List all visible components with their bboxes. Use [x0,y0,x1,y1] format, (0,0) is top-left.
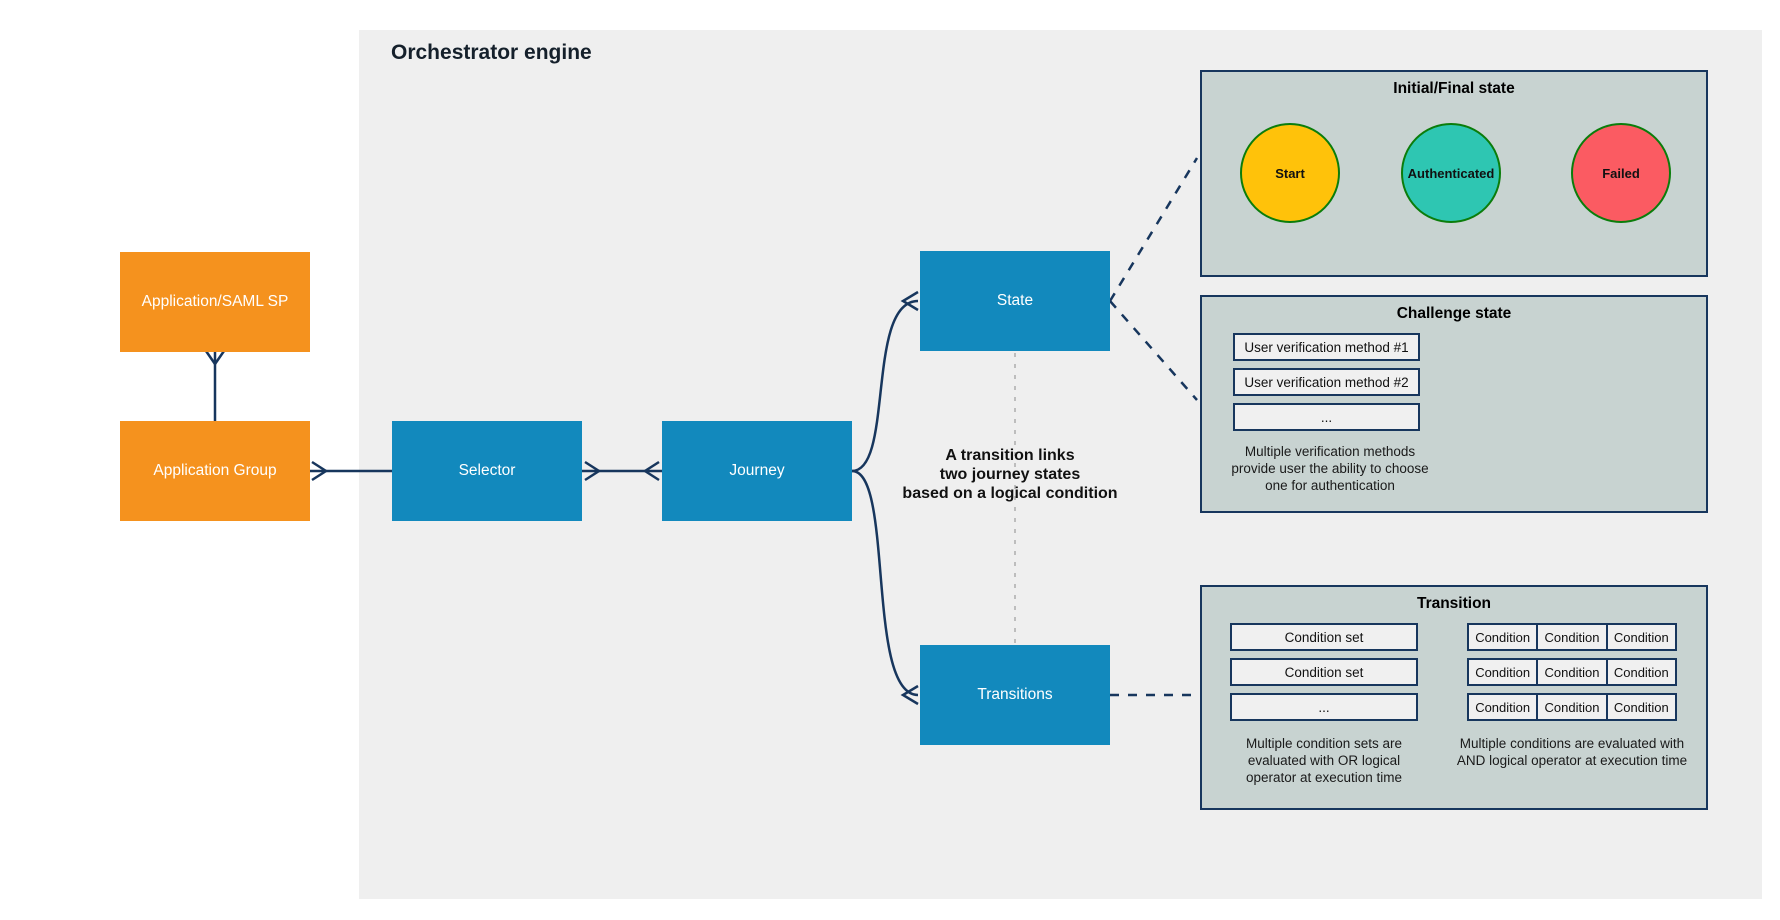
panel-title: Transition [1416,595,1492,612]
node-selector: Selector [392,421,582,521]
condition-cell: Condition [1605,623,1677,651]
state-circle-authenticated: Authenticated [1401,123,1501,223]
condition-cell: Condition [1467,623,1539,651]
annotation-line: two journey states [939,466,1081,483]
condition-cell: Condition [1605,693,1677,721]
node-application-saml-sp: Application/SAML SP [120,252,310,352]
node-label: Journey [729,462,785,479]
panel-initial-final-state: Initial/Final state Start Authenticated … [1200,70,1708,277]
panel-transition: Transition Condition set Condition set .… [1200,585,1708,810]
condition-cell: Condition [1536,693,1608,721]
panel-title: Challenge state [1396,305,1512,322]
arrowhead-right-icon [311,460,329,482]
node-journey: Journey [662,421,852,521]
node-application-group: Application Group [120,421,310,521]
node-label: Application Group [153,462,277,479]
challenge-caption: Multiple verification methods provide us… [1231,444,1429,493]
condition-set-box: ... [1230,693,1418,721]
node-state: State [920,251,1110,351]
condition-set-box: Condition set [1230,658,1418,686]
condition-row: Condition Condition Condition [1467,623,1677,651]
state-circle-start: Start [1240,123,1340,223]
condition-cell: Condition [1536,658,1608,686]
condition-set-box: Condition set [1230,623,1418,651]
verification-method-box: User verification method #1 [1233,333,1420,361]
or-operator-caption: Multiple condition sets are evaluated wi… [1245,736,1403,785]
node-transitions: Transitions [920,645,1110,745]
transition-annotation: A transition links two journey states ba… [860,446,1160,503]
circle-label: Start [1275,165,1305,181]
annotation-line: based on a logical condition [902,485,1118,502]
node-label: Selector [458,462,516,479]
annotation-line: A transition links [945,447,1075,464]
node-label: Application/SAML SP [141,293,289,310]
condition-cell: Condition [1467,693,1539,721]
state-circle-failed: Failed [1571,123,1671,223]
verification-method-box: ... [1233,403,1420,431]
arrowhead-down-icon [204,350,226,367]
circle-label: Authenticated [1407,165,1495,181]
condition-row: Condition Condition Condition [1467,658,1677,686]
condition-row: Condition Condition Condition [1467,693,1677,721]
node-label: State [996,292,1034,309]
condition-cell: Condition [1605,658,1677,686]
condition-cell: Condition [1467,658,1539,686]
condition-cell: Condition [1536,623,1608,651]
verification-method-box: User verification method #2 [1233,368,1420,396]
circle-label: Failed [1602,165,1640,181]
and-operator-caption: Multiple conditions are evaluated with A… [1456,736,1688,768]
panel-challenge-state: Challenge state User verification method… [1200,295,1708,513]
page-title: Orchestrator engine [391,41,592,64]
node-label: Transitions [977,686,1053,703]
panel-title: Initial/Final state [1393,80,1515,97]
